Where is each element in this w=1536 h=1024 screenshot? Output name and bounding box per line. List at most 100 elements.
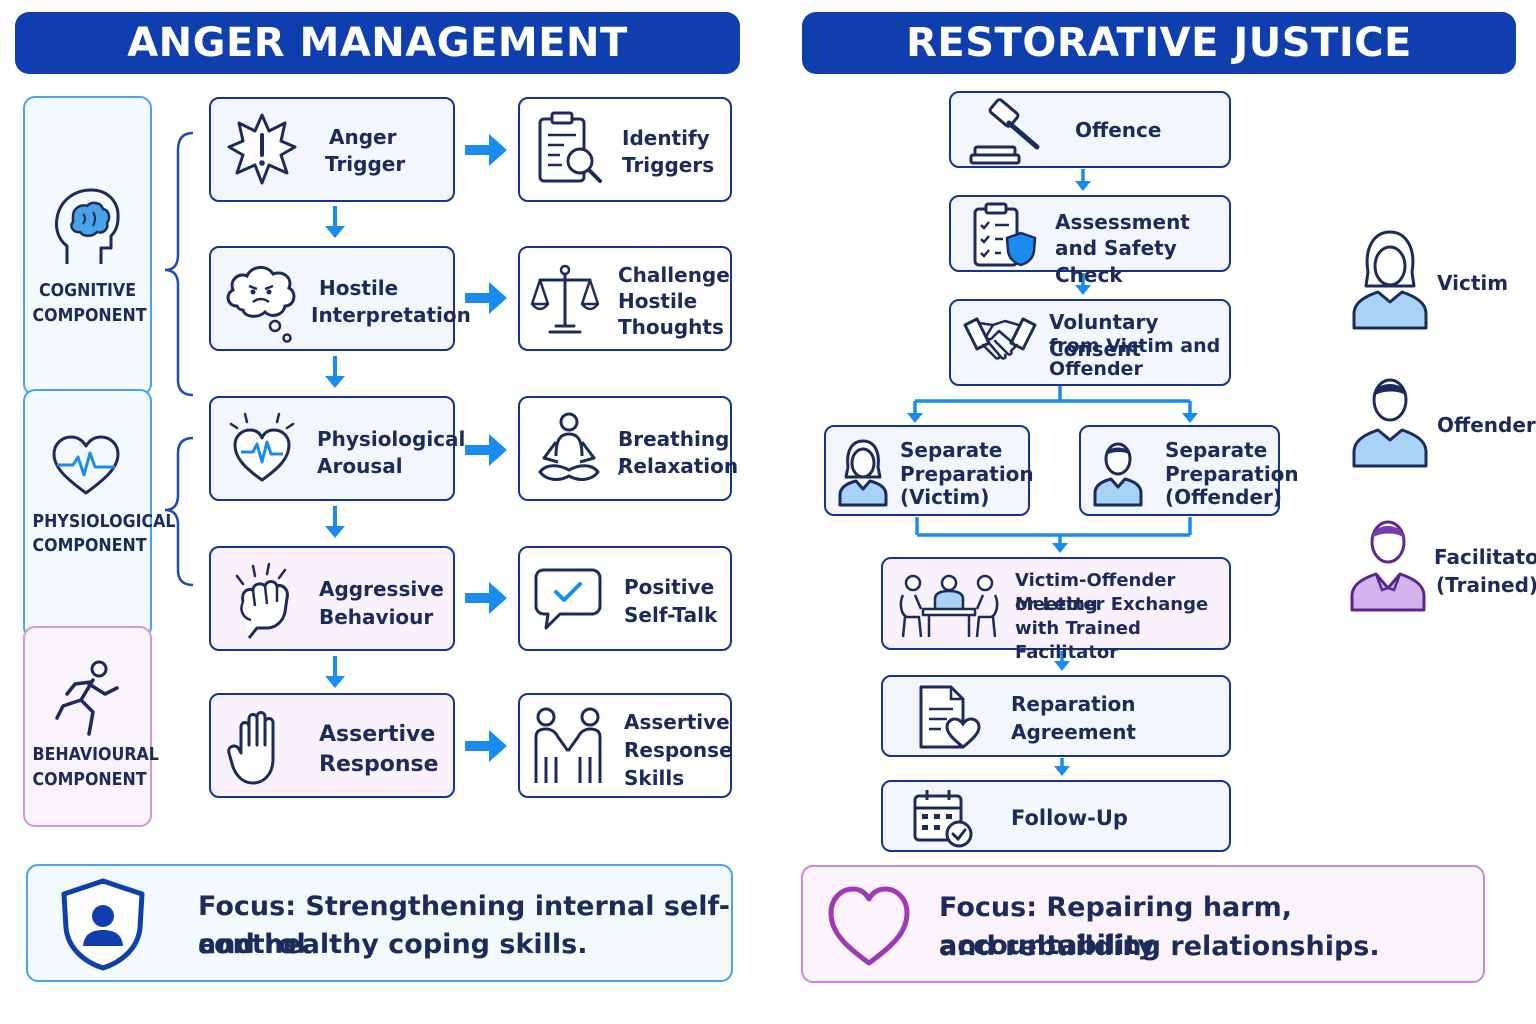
rj-meeting-l2: or Letter Exchange bbox=[1015, 594, 1209, 615]
restorative-justice-title: RESTORATIVE JUSTICE bbox=[906, 20, 1412, 66]
anger-focus-l1: Focus: Strengthening internal self-contr… bbox=[198, 891, 731, 960]
facilitator-role-label-l1: Facilitator bbox=[1434, 545, 1536, 569]
skill-positive-l1: Positive bbox=[624, 575, 715, 599]
rj-step-assessment: Assessment and Safety Check bbox=[949, 195, 1231, 287]
rj-step-reparation: Reparation Agreement bbox=[881, 675, 1231, 757]
step-assertive-response: Assertive Response bbox=[209, 693, 455, 798]
victim-role-icon bbox=[1352, 228, 1428, 330]
rj-prep-offender-l1: Separate bbox=[1165, 438, 1268, 462]
rj-prep-victim-l1: Separate bbox=[900, 438, 1003, 462]
behavioural-label-l2: COMPONENT bbox=[32, 769, 147, 790]
clipboard-search-icon bbox=[536, 111, 606, 187]
step-hostile-interpretation-l1: Hostile bbox=[319, 276, 399, 300]
shield-person-icon bbox=[60, 878, 146, 971]
offender-role-icon bbox=[1352, 370, 1428, 468]
rj-meeting-l1: Victim-Offender Meeting bbox=[1015, 570, 1176, 615]
rj-step-followup: Follow-Up bbox=[881, 780, 1231, 852]
skill-identify-triggers-l2: Triggers bbox=[622, 153, 715, 177]
restorative-justice-banner: RESTORATIVE JUSTICE bbox=[802, 12, 1516, 74]
skill-challenge-hostile-thoughts: Challenge Hostile Thoughts bbox=[518, 246, 732, 351]
rj-step-offence: Offence bbox=[949, 91, 1231, 168]
skill-breathing-relaxation: Breathing / Relaxation bbox=[518, 396, 738, 501]
behavioural-label-l1: BEHAVIOURAL bbox=[32, 744, 159, 765]
step-aggressive-behaviour-l1: Aggressive bbox=[319, 577, 444, 601]
step-aggressive-behaviour: Aggressive Behaviour bbox=[209, 546, 455, 651]
cognitive-label-l1: COGNITIVE bbox=[38, 280, 137, 301]
physiological-label-l1: PHYSIOLOGICAL bbox=[32, 511, 176, 532]
facilitator-role-icon bbox=[1350, 510, 1426, 612]
rj-reparation-l2: Agreement bbox=[1011, 720, 1136, 744]
rj-consent-l1: Voluntary Consent bbox=[1049, 310, 1159, 361]
rj-assessment-l2: and Safety Check bbox=[1055, 236, 1177, 287]
step-assertive-response-l2: Response bbox=[319, 752, 439, 777]
skill-assertive-l3: Skills bbox=[624, 766, 685, 790]
skill-breathing-l1: Breathing / bbox=[618, 427, 730, 478]
rj-followup-label: Follow-Up bbox=[1011, 806, 1128, 830]
physiological-component-panel: PHYSIOLOGICAL COMPONENT bbox=[23, 389, 176, 639]
skill-assertive-l1: Assertive bbox=[624, 710, 730, 734]
rj-focus-box: Focus: Repairing harm, accountability an… bbox=[801, 865, 1485, 983]
handshake-people-icon bbox=[532, 707, 604, 787]
victim-role-label: Victim bbox=[1437, 271, 1509, 295]
physiological-label-l2: COMPONENT bbox=[32, 535, 147, 556]
component-brackets bbox=[164, 131, 194, 587]
rj-reparation-l1: Reparation bbox=[1011, 692, 1136, 716]
heart-alert-icon bbox=[227, 412, 297, 484]
chat-check-icon bbox=[534, 566, 602, 634]
thought-cloud-icon bbox=[223, 262, 299, 343]
step-physiological-arousal: Physiological Arousal bbox=[209, 396, 465, 501]
meditation-icon bbox=[536, 412, 602, 486]
rj-prep-offender-l3: (Offender) bbox=[1165, 485, 1283, 509]
raised-hand-icon bbox=[227, 709, 289, 787]
rj-prep-victim-l3: (Victim) bbox=[900, 485, 990, 509]
step-assertive-response-l1: Assertive bbox=[319, 722, 436, 747]
step-physiological-arousal-l1: Physiological bbox=[317, 427, 466, 451]
step-anger-trigger-l1: Anger bbox=[329, 125, 397, 149]
scales-icon bbox=[530, 264, 600, 336]
skill-challenge-l3: Thoughts bbox=[618, 315, 724, 339]
skill-identify-triggers-l1: Identify bbox=[622, 126, 710, 150]
step-anger-trigger: Anger Trigger bbox=[209, 97, 455, 202]
step-physiological-arousal-l2: Arousal bbox=[317, 454, 403, 478]
calendar-check-icon bbox=[913, 788, 975, 848]
man-icon bbox=[1091, 437, 1145, 507]
skill-right-arrows bbox=[465, 134, 507, 762]
brain-head-icon bbox=[53, 188, 121, 266]
cognitive-component-panel: COGNITIVE COMPONENT bbox=[23, 96, 152, 396]
rj-offence-label: Offence bbox=[1075, 118, 1162, 142]
woman-icon bbox=[836, 437, 890, 507]
rj-consent-l2: from Victim and bbox=[1049, 335, 1221, 357]
burst-icon bbox=[227, 113, 297, 185]
step-aggressive-behaviour-l2: Behaviour bbox=[319, 605, 434, 629]
rj-focus-l1: Focus: Repairing harm, accountability bbox=[939, 892, 1292, 961]
anger-focus-box: Focus: Strengthening internal self-contr… bbox=[26, 864, 733, 982]
step-anger-trigger-l2: Trigger bbox=[325, 152, 406, 176]
heart-pulse-icon bbox=[51, 435, 121, 497]
heart-outline-icon bbox=[827, 885, 911, 967]
running-person-icon bbox=[53, 660, 123, 738]
rj-assessment-l1: Assessment bbox=[1055, 210, 1190, 234]
rj-prep-victim-l2: Preparation bbox=[900, 462, 1034, 486]
rj-focus-l2: and rebuilding relationships. bbox=[939, 931, 1380, 962]
gavel-icon bbox=[969, 98, 1047, 165]
step-down-arrows bbox=[325, 206, 345, 688]
rj-step-consent: Voluntary Consent from Victim and Offend… bbox=[949, 299, 1231, 386]
skill-assertive-response-skills: Assertive Response Skills bbox=[518, 693, 733, 798]
rj-step-prep-offender: Separate Preparation (Offender) bbox=[1079, 425, 1299, 516]
handshake-icon bbox=[963, 313, 1037, 371]
rj-step-meeting: Victim-Offender Meeting or Letter Exchan… bbox=[881, 557, 1231, 663]
skill-breathing-l2: Relaxation bbox=[618, 454, 739, 478]
step-hostile-interpretation: Hostile Interpretation bbox=[209, 246, 471, 351]
skill-positive-l2: Self-Talk bbox=[624, 603, 718, 627]
offender-role-label: Offender bbox=[1437, 413, 1536, 437]
skill-challenge-l2: Hostile bbox=[618, 289, 698, 313]
behavioural-component-panel: BEHAVIOURAL COMPONENT bbox=[23, 626, 159, 827]
skill-challenge-l1: Challenge bbox=[618, 263, 730, 287]
cognitive-label-l2: COMPONENT bbox=[32, 305, 147, 326]
document-heart-icon bbox=[917, 685, 981, 749]
fist-icon bbox=[229, 562, 295, 640]
meeting-table-icon bbox=[897, 571, 1001, 641]
anger-focus-l2: and healthy coping skills. bbox=[198, 929, 588, 960]
rj-connectors bbox=[907, 169, 1198, 776]
checklist-shield-icon bbox=[973, 202, 1037, 267]
